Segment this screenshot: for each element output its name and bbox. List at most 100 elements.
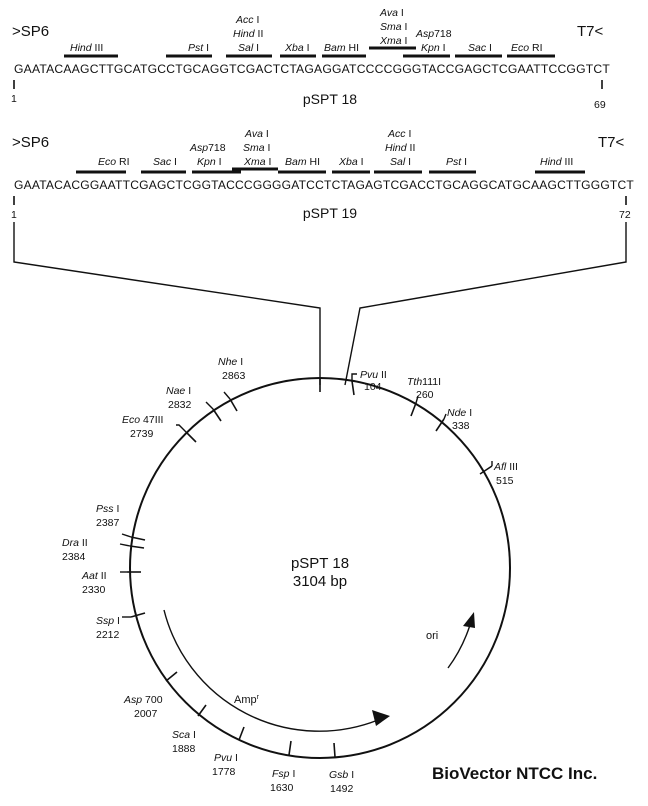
site-label-sca1: Sca I (172, 729, 196, 741)
tick-gsb1 (333, 742, 336, 758)
site-pos-pss1: 2387 (96, 517, 120, 529)
site-pos-nhe1: 2863 (222, 370, 246, 382)
amp-gene-arrow (163, 609, 379, 732)
plasmid-name: pSPT 18 (291, 555, 349, 572)
site-pos-eco47iii: 2739 (130, 428, 154, 440)
site-label-pvu1: Pvu I (214, 752, 238, 764)
pspt18-site-asp718: Asp718 (415, 28, 452, 40)
leader-tth111 (415, 395, 419, 404)
site-pos-aat2: 2330 (82, 584, 106, 596)
pspt19-site-bamh1: Bam HI (285, 156, 320, 168)
site-pos-ssp1: 2212 (96, 629, 120, 641)
leader-pss1 (121, 533, 132, 538)
site-label-aat2: Aat II (81, 570, 107, 582)
pspt18-site-bamh1: Bam HI (324, 42, 359, 54)
tick-dra2 (129, 545, 145, 549)
leader-dra2 (119, 543, 131, 547)
site-pos-gsb1: 1492 (330, 783, 354, 795)
tick-sca1 (197, 704, 207, 717)
pspt19-site-xba1: Xba I (338, 156, 364, 168)
pspt18-site-pst1: Pst I (188, 42, 209, 54)
tick-fsp1 (288, 740, 292, 756)
pspt18-site-sma1: Sma I (380, 21, 407, 33)
site-label-fsp1: Fsp I (272, 768, 295, 780)
tick-ssp1 (130, 612, 146, 618)
ori-arrow (447, 624, 471, 669)
tick-pvu1 (238, 726, 245, 741)
site-label-nde1: Nde I (447, 407, 472, 419)
pspt19-t7-label: T7< (598, 134, 625, 151)
site-pos-afl3: 515 (496, 475, 514, 487)
leader-nhe1 (223, 391, 231, 400)
site-label-tth111: Tth111I (407, 376, 441, 388)
tick-nhe1 (229, 398, 238, 412)
pspt19-site-hind2: Hind II (385, 142, 415, 154)
site-label-dra2: Dra II (62, 537, 88, 549)
site-pos-dra2: 2384 (62, 551, 86, 563)
pspt18-name: pSPT 18 (303, 91, 357, 107)
pspt18-sequence: GAATACAAGCTTGCATGCCTGCAGGTCGACTCTAGAGGAT… (14, 64, 610, 76)
tick-nae1 (212, 408, 222, 422)
leader-nae1 (205, 401, 214, 410)
site-label-asp700: Asp 700 (123, 694, 163, 706)
site-label-pvu2: Pvu II (360, 369, 387, 381)
site-label-eco47iii: Eco 47III (122, 414, 163, 426)
pspt19-site-kpn1: Kpn I (197, 156, 222, 168)
tick-pss1 (130, 536, 146, 541)
site-pos-pvu2: 104 (364, 381, 382, 393)
site-pos-fsp1: 1630 (270, 782, 294, 794)
amp-arrow-head (372, 710, 390, 726)
pspt18-site-sac1: Sac I (468, 42, 492, 54)
pspt19-end-pos: 72 (619, 209, 631, 221)
connector-left-line (13, 222, 321, 385)
plasmid-map: pSPT 18 3104 bp Ampr ori (62, 356, 518, 795)
site-label-ssp1: Ssp I (96, 615, 120, 627)
site-label-nae1: Nae I (166, 385, 191, 397)
site-label-pss1: Pss I (96, 503, 119, 515)
pspt18-start-pos: 1 (11, 93, 17, 105)
pspt19-sp6-label: >SP6 (12, 134, 49, 151)
ori-arrow-head (463, 612, 475, 628)
site-pos-nde1: 338 (452, 420, 470, 432)
connector-right-line (344, 222, 627, 386)
zoom-connector (13, 222, 627, 386)
pspt18-site-ecor1: Eco RI (511, 42, 543, 54)
tick-nde1 (435, 418, 445, 432)
pspt19-name: pSPT 19 (303, 205, 357, 221)
tick-asp700 (165, 671, 178, 682)
pspt18-site-hind3: Hind III (70, 42, 103, 54)
pspt19-site-hind3: Hind III (540, 156, 573, 168)
pspt18-mcs: >SP6 T7< Hind III Pst I Acc I Hind II Sa… (11, 7, 610, 111)
pspt19-site-pst1: Pst I (446, 156, 467, 168)
plasmid-size: 3104 bp (293, 573, 347, 590)
leader-pvu2 (351, 373, 357, 381)
tick-pvu2 (351, 380, 355, 396)
site-label-gsb1: Gsb I (329, 769, 354, 781)
pspt19-site-ecor1: Eco RI (98, 156, 130, 168)
pspt19-site-acc1: Acc I (387, 128, 411, 140)
pspt18-t7-label: T7< (577, 23, 604, 40)
amp-label: Ampr (234, 694, 260, 706)
pspt19-start-pos: 1 (11, 209, 17, 221)
pspt18-site-xma1: Xma I (379, 35, 407, 47)
ori-label: ori (426, 630, 438, 642)
site-label-afl3: Afl III (493, 461, 518, 473)
pspt18-end-pos: 69 (594, 99, 606, 111)
site-label-nhe1: Nhe I (218, 356, 243, 368)
pspt18-site-hind2: Hind II (233, 28, 263, 40)
tick-eco47iii (185, 431, 197, 443)
tick-tth111 (410, 402, 417, 417)
site-pos-nae1: 2832 (168, 399, 192, 411)
pspt19-site-asp718: Asp718 (189, 142, 226, 154)
pspt18-site-ava1: Ava I (379, 7, 404, 19)
pspt19-site-ava1: Ava I (244, 128, 269, 140)
leader-eco47iii (176, 424, 187, 433)
site-pos-sca1: 1888 (172, 743, 196, 755)
pspt18-site-acc1: Acc I (235, 14, 259, 26)
pspt19-mcs: >SP6 T7< Eco RI Sac I Asp718 Kpn I Ava I… (11, 128, 634, 221)
company-logo-text: BioVector NTCC Inc. (432, 764, 597, 783)
pspt19-site-sal1: Sal I (390, 156, 411, 168)
pspt19-site-sma1: Sma I (243, 142, 270, 154)
pspt18-site-kpn1: Kpn I (421, 42, 446, 54)
